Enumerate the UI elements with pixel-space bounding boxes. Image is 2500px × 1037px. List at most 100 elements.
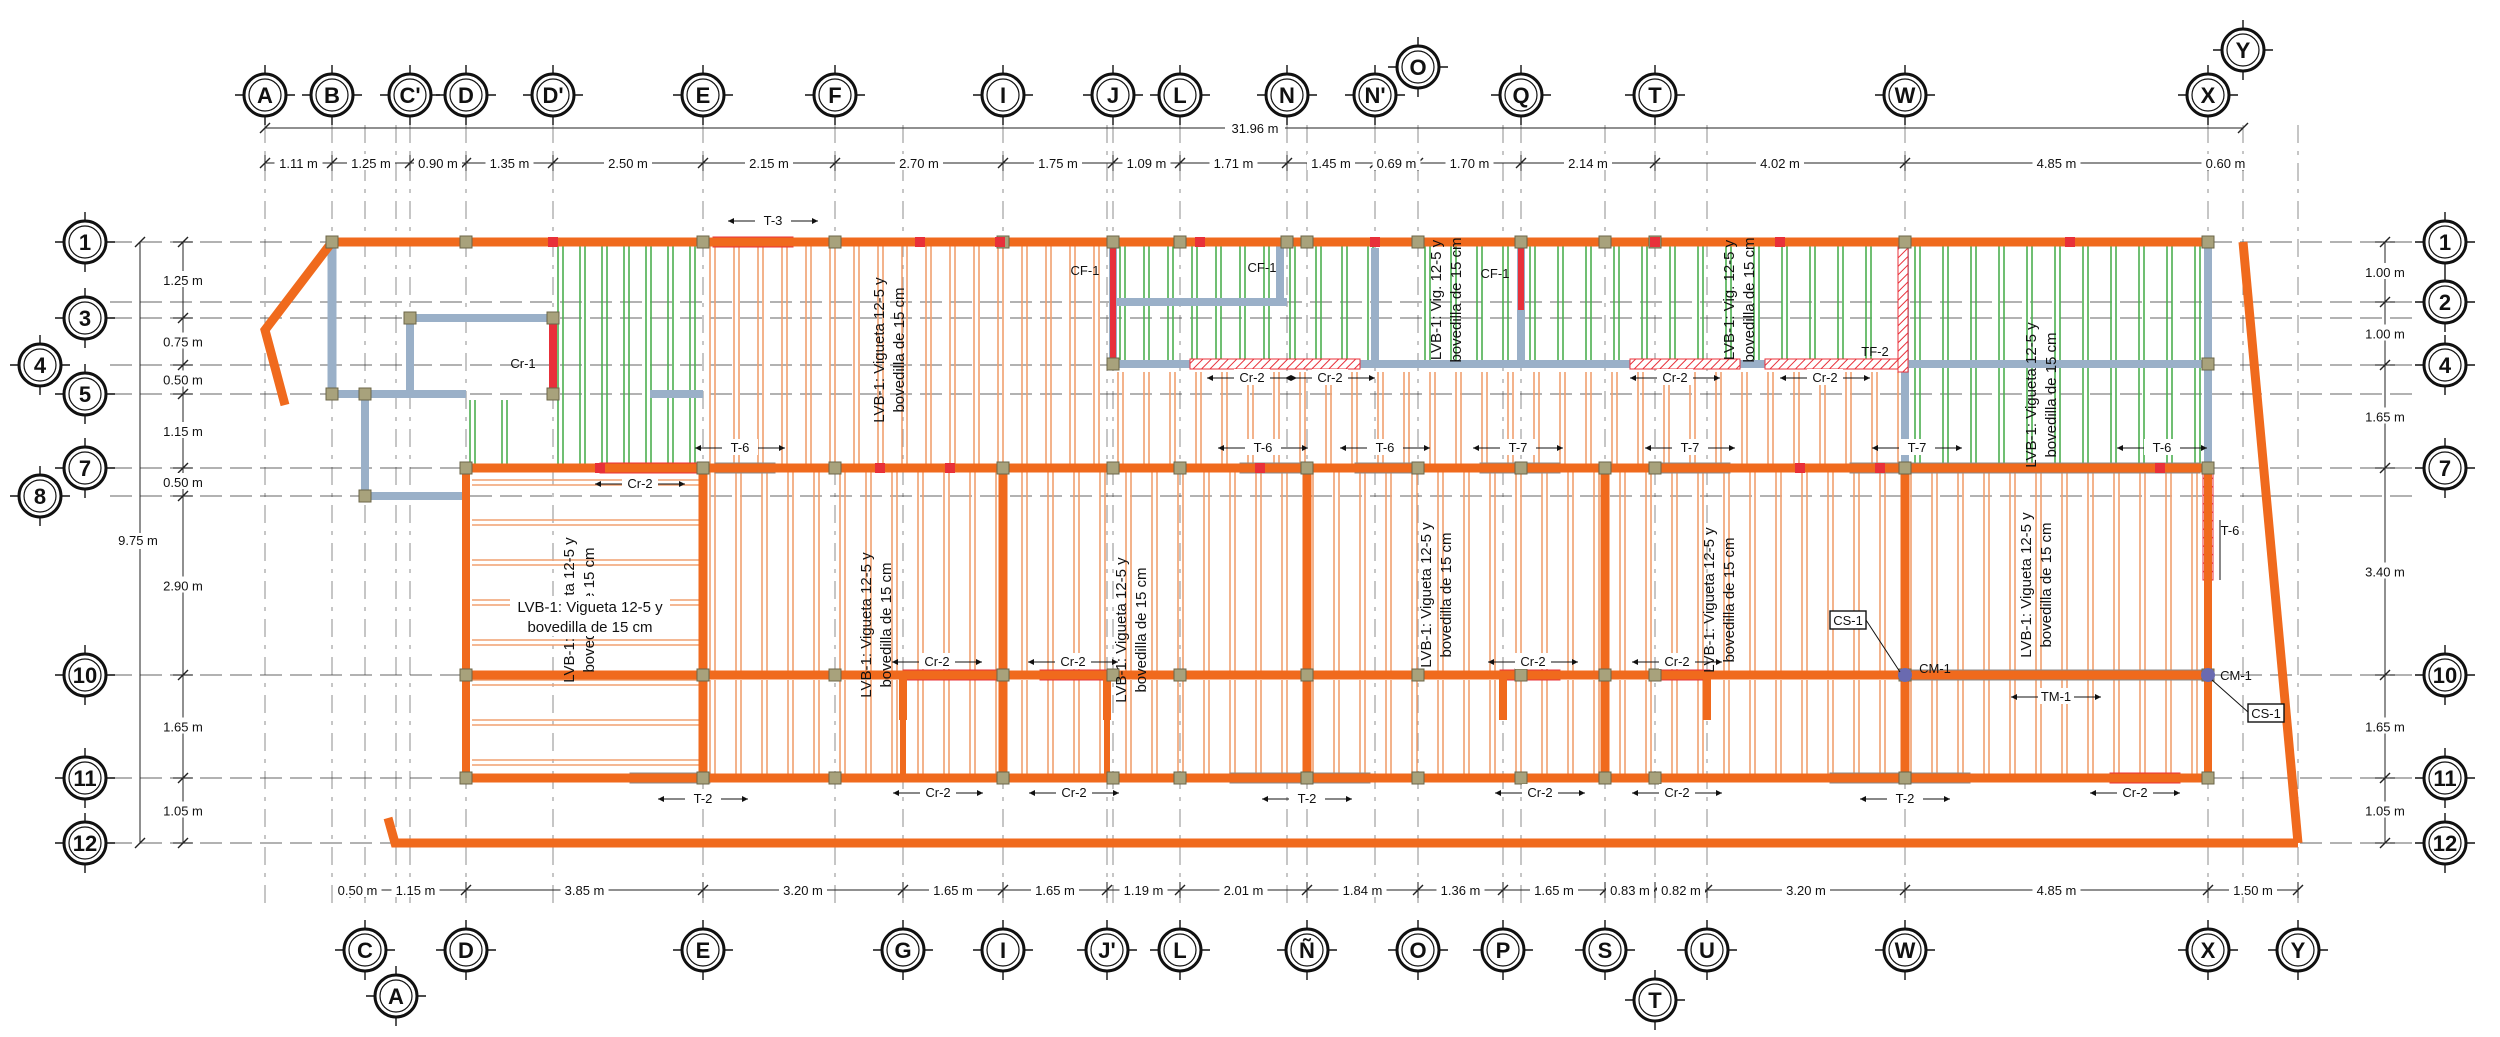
dim-label-bg: [1119, 881, 1168, 897]
bubble-inner: [986, 933, 1020, 967]
column: [1598, 461, 1612, 475]
dim-label-bg: [274, 154, 323, 170]
bubble-inner: [1163, 933, 1197, 967]
axis-bubble-top: I: [973, 65, 1033, 125]
label-cr2: Cr-2: [1812, 370, 1837, 385]
column: [1648, 771, 1662, 785]
column: [325, 235, 339, 249]
slab-label-line1: LVB-1: Vigueta 12-5 y: [1113, 557, 1130, 703]
beam-label-bg: [1500, 439, 1536, 455]
dim-label-bg: [1756, 154, 1804, 170]
column: [546, 387, 560, 401]
bubble-inner: [2428, 348, 2462, 382]
dim-tick: [259, 122, 271, 134]
column: [1106, 235, 1120, 249]
axis-label: 10: [2433, 663, 2457, 688]
beam-tf2-hatch: [1897, 241, 1909, 373]
bubble-inner: [2428, 225, 2462, 259]
slab-label-line1: LVB-1: Vigueta 12-5 y: [871, 277, 888, 423]
beam-label-bg: [1289, 790, 1325, 806]
beam-label-bg: [1515, 653, 1551, 669]
column: [696, 668, 710, 682]
axis-bubble-top: E: [673, 65, 733, 125]
axis-bubble-bottom: J': [1077, 920, 1137, 980]
dim-label: 3.20 m: [1786, 883, 1826, 898]
axis-label: S: [1598, 938, 1613, 963]
axis-bubble-bottom: O: [1388, 920, 1448, 980]
column: [1514, 235, 1528, 249]
label-tf2: TF-2: [1861, 344, 1888, 359]
label-cr2: Cr-2: [1527, 785, 1552, 800]
column-red: [875, 463, 885, 473]
dim-label: 1.35 m: [490, 156, 530, 171]
axis-bubble-top: X: [2178, 65, 2238, 125]
bubble-inner: [986, 78, 1020, 112]
dim-label-bg: [159, 332, 207, 349]
bubble-inner: [2428, 826, 2462, 860]
label-cf1: CF-1: [1071, 263, 1100, 278]
slab-label-line1: LVB-1: Vigueta 12-5 y: [858, 552, 875, 698]
axis-label: 3: [79, 306, 91, 331]
label-t3: T-3: [764, 213, 783, 228]
beam-main-right-edge: [2238, 241, 2303, 844]
dim-label-bg: [1564, 154, 1612, 170]
axis-label: 11: [73, 766, 96, 791]
label-t6: T-6: [1254, 440, 1273, 455]
bubble-inner: [1358, 78, 1392, 112]
dim-label-bg: [1657, 881, 1705, 897]
bubble-inner: [23, 348, 57, 382]
label-t7: T-7: [1908, 440, 1927, 455]
label-t2: T-2: [1896, 791, 1915, 806]
column: [2201, 771, 2215, 785]
column: [1280, 235, 1294, 249]
axis-label: X: [2201, 938, 2216, 963]
beam-hatch: [1189, 358, 1361, 370]
dim-label-bg: [114, 533, 162, 549]
axis-bubble-bottom: Y: [2268, 920, 2328, 980]
axis-label: 1: [79, 230, 91, 255]
dim-label: 2.01 m: [1224, 883, 1264, 898]
axis-bubble-bottom: L: [1150, 920, 1210, 980]
axis-bubble-bottom: D: [436, 920, 496, 980]
column: [1300, 771, 1314, 785]
bubble-inner: [1163, 78, 1197, 112]
bubble-inner: [2226, 33, 2260, 67]
axis-bubble-bottom: A: [366, 966, 426, 1026]
axis-label: G: [894, 938, 911, 963]
column: [1106, 461, 1120, 475]
beam-label-bg: [1672, 439, 1708, 455]
axis-label: E: [696, 938, 711, 963]
axis-bubble-bottom: G: [873, 920, 933, 980]
axis-bubble-top: W: [1875, 65, 1935, 125]
dim-label: 3.85 m: [565, 883, 605, 898]
dim-label: 2.15 m: [749, 156, 789, 171]
axis-bubble-left: 3: [55, 288, 115, 348]
column-red: [2065, 237, 2075, 247]
beam-hatch: [1764, 358, 1906, 370]
bubble-inner: [449, 78, 483, 112]
column: [2201, 461, 2215, 475]
axis-label: 10: [73, 663, 97, 688]
slab-label-line1: LVB-1: Vigueta 12-5 y: [2023, 322, 2040, 468]
dim-label: 1.70 m: [1450, 156, 1490, 171]
dim-label: 1.19 m: [1124, 883, 1164, 898]
axis-label: D: [458, 83, 474, 108]
column: [1898, 461, 1912, 475]
column: [1106, 357, 1120, 371]
dim-label-bg: [1530, 881, 1578, 897]
column: [459, 771, 473, 785]
beam-label-bg: [685, 790, 721, 806]
dim-label: 1.25 m: [351, 156, 391, 171]
slab-label-line2: bovedilla de 15 cm: [878, 562, 895, 687]
dim-label: 0.50 m: [163, 475, 203, 490]
slab-label-line2: bovedilla de 15 cm: [1133, 567, 1150, 692]
dim-label: 1.15 m: [396, 883, 436, 898]
main-beams: [260, 237, 2303, 848]
column: [1173, 668, 1187, 682]
dim-label: 2.50 m: [608, 156, 648, 171]
bubble-inner: [248, 78, 282, 112]
column: [459, 668, 473, 682]
column-red: [1795, 463, 1805, 473]
slab-label-line2: bovedilla de 15 cm: [1448, 237, 1465, 362]
column: [1514, 668, 1528, 682]
